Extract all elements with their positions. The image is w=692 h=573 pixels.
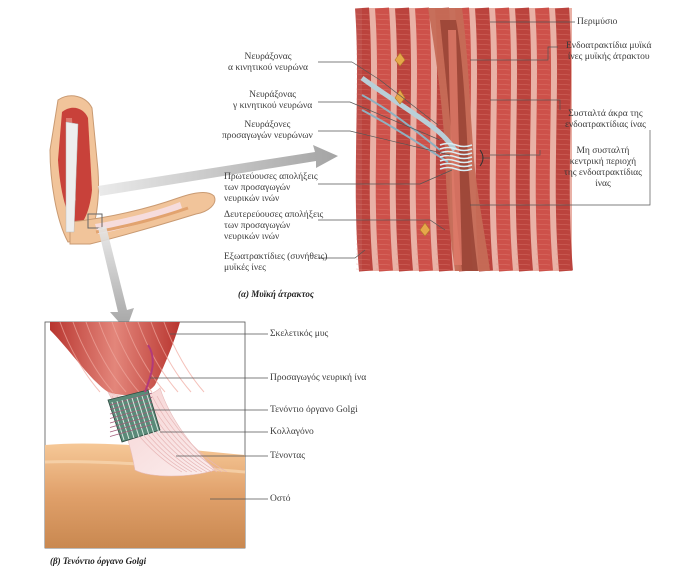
label-secondary-endings: Δευτερεύουσες απολήξεις των προσαγωγών ν… — [224, 210, 324, 242]
label-primary-endings: Πρωτεύουσες απολήξεις των προσαγωγών νευ… — [224, 172, 318, 204]
label-collagen: Κολλαγόνο — [270, 427, 314, 437]
label-tendon: Τένοντας — [270, 451, 306, 461]
center-bracket — [479, 149, 484, 167]
arm-inset-box — [87, 213, 103, 229]
leader-lines — [150, 21, 651, 500]
golgi-illustration — [44, 321, 246, 549]
label-golgi-organ: Τενόντιο όργανο Golgi — [270, 405, 358, 415]
arm-illustration — [49, 95, 216, 245]
label-sensory-axons: Νευράξονες προσαγωγών νευρώνων — [222, 120, 313, 141]
arrow-to-golgi — [98, 226, 134, 330]
label-bone: Οστό — [270, 494, 291, 504]
label-perimysium: Περιμύσιο — [577, 17, 618, 27]
label-extrafusal-fibers: Εξωατρακτίδιες (συνήθεις) μυϊκές ίνες — [224, 252, 328, 273]
label-noncontractile-center: Μη συσταλτή κεντρική περιοχή της ενδοατρ… — [564, 146, 642, 189]
label-skeletal-muscle: Σκελετικός μυς — [270, 329, 329, 339]
spindle-illustration — [355, 7, 573, 272]
label-contractile-ends: Συσταλτά άκρα της ενδοατρακτίδιας ίνας — [565, 109, 646, 130]
caption-golgi: (β) Τενόντιο όργανο Golgi — [50, 556, 147, 566]
label-intrafusal-fibers: Ενδοατρακτίδια μυϊκά ίνες μυϊκής άτρακτο… — [566, 41, 652, 62]
arrow-to-spindle — [98, 145, 338, 196]
caption-spindle: (α) Μυϊκή άτρακτος — [238, 289, 314, 299]
label-gamma-motor-axon: Νευράξονας γ κινητικού νευρώνα — [233, 90, 313, 111]
label-afferent-fiber: Προσαγωγός νευρική ίνα — [270, 373, 367, 383]
label-alpha-motor-axon: Νευράξονας α κινητικού νευρώνα — [228, 52, 308, 73]
